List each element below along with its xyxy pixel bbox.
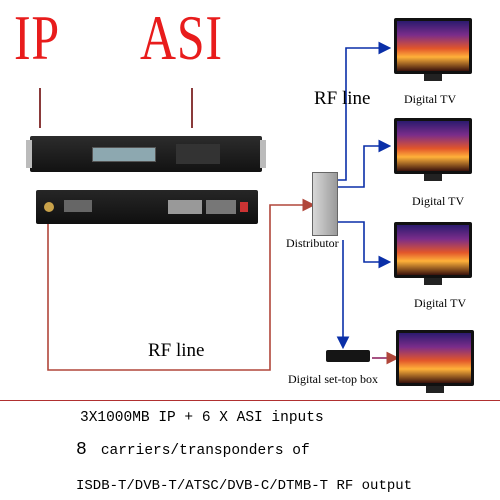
headline-ip: IP: [14, 2, 60, 73]
line-to-tv-1: [336, 41, 392, 181]
headline-asi: ASI: [140, 2, 223, 73]
distributor-device: [312, 172, 338, 236]
line-to-tv-3: [336, 221, 392, 269]
rf-cable: [47, 198, 316, 371]
rack-ear-right: [260, 140, 266, 168]
footer-line-3: ISDB-T/DVB-T/ATSC/DVB-C/DTMB-T RF output: [76, 478, 413, 494]
modulator-front-unit: [26, 136, 266, 172]
line-to-tv-2: [336, 139, 392, 188]
power-switch: [240, 202, 248, 212]
rf-line-label-bottom: RF line: [148, 340, 205, 361]
rf-out-port: [44, 202, 54, 212]
keypad: [176, 144, 220, 164]
carrier-count: 8: [76, 440, 87, 460]
set-top-box: [326, 350, 370, 362]
stb-label: Digital set-top box: [288, 372, 378, 386]
tv-label-1: Digital TV: [404, 92, 457, 106]
asi-ports: [206, 200, 236, 214]
distributor-label: Distributor: [286, 236, 339, 250]
digital-tv-2: [394, 118, 472, 181]
rf-line-label-top: RF line: [314, 88, 371, 109]
digital-tv-1: [394, 18, 472, 81]
digital-tv-3: [394, 222, 472, 285]
tv-label-3: Digital TV: [414, 296, 467, 310]
footer-line-2: 8 carriers/transponders of: [76, 440, 310, 460]
digital-tv-4: [396, 330, 474, 393]
modulator-rear-unit: [36, 190, 258, 224]
footer-line-1: 3X1000MB IP + 6 X ASI inputs: [80, 410, 324, 426]
footer-divider: [0, 400, 500, 401]
serial-port: [64, 200, 92, 212]
ethernet-ports: [168, 200, 202, 214]
rack-ear-left: [26, 140, 32, 168]
carrier-text: carriers/transponders of: [100, 443, 310, 459]
lcd-display: [92, 147, 156, 162]
tv-label-2: Digital TV: [412, 194, 465, 208]
